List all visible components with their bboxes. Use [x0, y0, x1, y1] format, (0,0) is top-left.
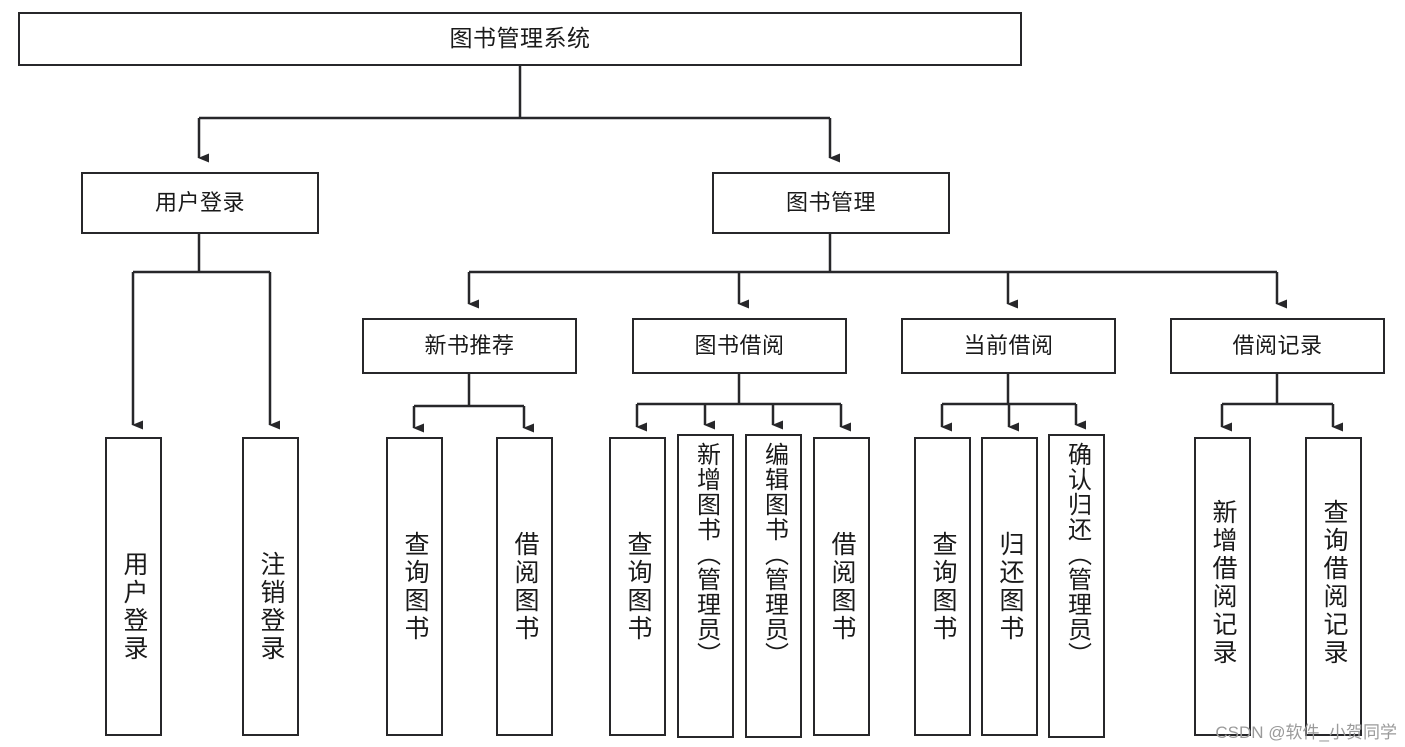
node-label: 新增图书（管理员） [692, 442, 720, 667]
node-label: 归还图书 [996, 531, 1024, 643]
node-leaf-edit-book[interactable]: 编辑图书（管理员） [745, 434, 802, 738]
csdn-watermark: CSDN @软件_小贺同学 [1215, 723, 1397, 742]
node-book-borrow[interactable]: 图书借阅 [632, 318, 847, 374]
node-leaf-confirm-return[interactable]: 确认归还（管理员） [1048, 434, 1105, 738]
node-leaf-add-record[interactable]: 新增借阅记录 [1194, 437, 1251, 736]
node-leaf-query-record[interactable]: 查询借阅记录 [1305, 437, 1362, 736]
node-label: 借阅图书 [511, 531, 539, 643]
node-label: 查询图书 [929, 531, 957, 643]
node-label: 图书管理系统 [449, 25, 591, 52]
node-label: 查询图书 [401, 531, 429, 643]
node-leaf-query-book-2[interactable]: 查询图书 [609, 437, 666, 736]
node-leaf-query-book-1[interactable]: 查询图书 [386, 437, 443, 736]
node-root-book-management-system[interactable]: 图书管理系统 [18, 12, 1022, 66]
node-label: 查询借阅记录 [1320, 499, 1348, 667]
node-label: 确认归还（管理员） [1063, 442, 1091, 667]
node-label: 查询图书 [624, 531, 652, 643]
node-label: 用户登录 [120, 551, 148, 663]
node-leaf-add-book[interactable]: 新增图书（管理员） [677, 434, 734, 738]
node-leaf-query-book-3[interactable]: 查询图书 [914, 437, 971, 736]
node-new-book-recommend[interactable]: 新书推荐 [362, 318, 577, 374]
node-label: 编辑图书（管理员） [760, 442, 788, 667]
node-user-login[interactable]: 用户登录 [81, 172, 319, 234]
node-label: 新增借阅记录 [1209, 499, 1237, 667]
node-label: 当前借阅 [963, 333, 1054, 359]
node-leaf-logout-login[interactable]: 注销登录 [242, 437, 299, 736]
node-leaf-borrow-book-2[interactable]: 借阅图书 [813, 437, 870, 736]
node-label: 图书管理 [785, 190, 876, 216]
node-label: 图书借阅 [694, 333, 785, 359]
node-label: 注销登录 [257, 551, 285, 663]
node-borrow-record[interactable]: 借阅记录 [1170, 318, 1385, 374]
node-current-borrow[interactable]: 当前借阅 [901, 318, 1116, 374]
node-leaf-return-book[interactable]: 归还图书 [981, 437, 1038, 736]
node-book-manage[interactable]: 图书管理 [712, 172, 950, 234]
node-leaf-user-login[interactable]: 用户登录 [105, 437, 162, 736]
node-label: 借阅图书 [828, 531, 856, 643]
node-label: 用户登录 [154, 190, 245, 216]
node-label: 新书推荐 [424, 333, 515, 359]
node-label: 借阅记录 [1232, 333, 1323, 359]
node-leaf-borrow-book-1[interactable]: 借阅图书 [496, 437, 553, 736]
